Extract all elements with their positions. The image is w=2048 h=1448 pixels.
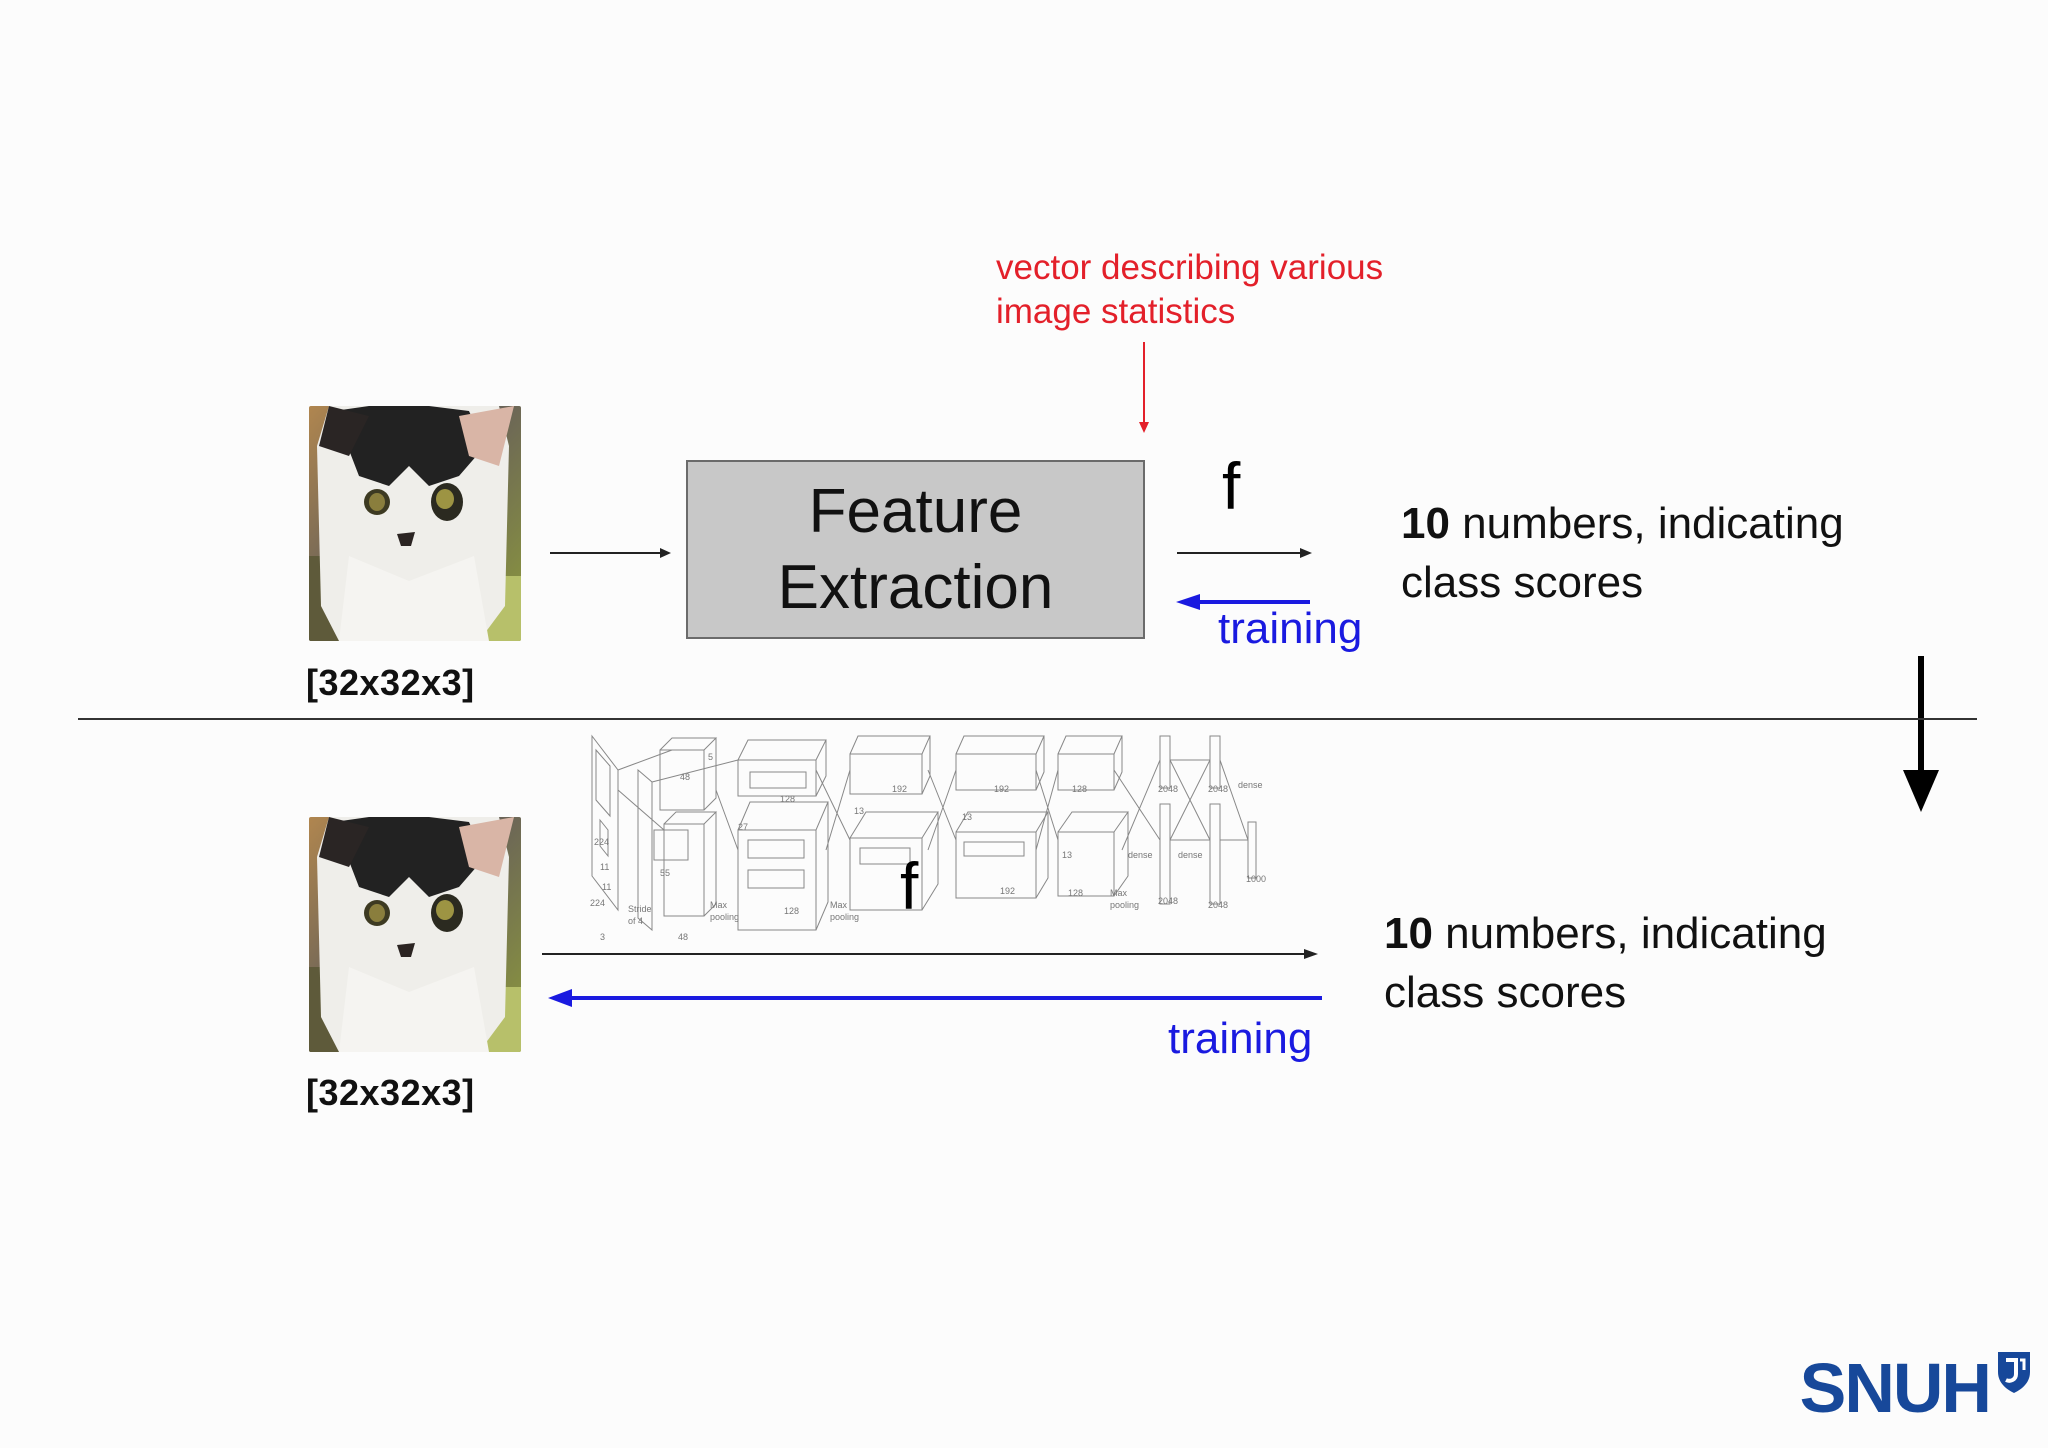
net-label-11a: 11 (600, 862, 609, 872)
output-description-top: 10 numbers, indicating class scores (1401, 494, 1844, 612)
output-description-bottom: 10 numbers, indicating class scores (1384, 904, 1827, 1022)
function-label-top: f (1222, 449, 1241, 523)
net-label-128d: 128 (1068, 888, 1083, 898)
net-label-2048b: 2048 (1208, 784, 1228, 794)
net-label-224b: 224 (594, 837, 609, 847)
net-label-13a: 13 (854, 806, 864, 816)
net-label-224a: 224 (590, 898, 605, 908)
net-label-13b: 13 (962, 812, 972, 822)
input-size-label-bottom: [32x32x3] (306, 1072, 475, 1113)
output-count-bottom: 10 (1384, 909, 1433, 958)
net-label-pooling-2: pooling (830, 912, 859, 922)
annotation-line-1: vector describing various (996, 248, 1384, 287)
net-label-192b: 192 (994, 784, 1009, 794)
net-label-max-1: Max (710, 900, 728, 910)
net-label-27: 27 (738, 822, 748, 832)
net-label-2048d: 2048 (1208, 900, 1228, 910)
output-count-top: 10 (1401, 499, 1450, 548)
output-line-1-bottom: 10 numbers, indicating (1384, 904, 1827, 963)
section-divider (78, 718, 1977, 720)
output-text-bottom: numbers, indicating (1432, 909, 1827, 958)
net-label-pooling-3: pooling (1110, 900, 1139, 910)
net-label-128b: 128 (784, 906, 799, 916)
logo-text: SNUH (1799, 1349, 1992, 1427)
net-label-dense-3: dense (1238, 780, 1263, 790)
net-label-2048a: 2048 (1158, 784, 1178, 794)
output-line-1-top: 10 numbers, indicating (1401, 494, 1844, 553)
net-label-pooling-1: pooling (710, 912, 739, 922)
training-label-bottom: training (1168, 1014, 1313, 1063)
net-label-55: 55 (660, 868, 670, 878)
annotation-line-2: image statistics (996, 292, 1236, 331)
net-label-128a: 128 (780, 794, 795, 804)
function-label-bottom: f (900, 849, 919, 923)
net-label-2048c: 2048 (1158, 896, 1178, 906)
feature-box-line-2: Extraction (777, 552, 1054, 622)
net-label-5: 5 (708, 752, 713, 762)
cnn-architecture-diagram: 224 224 11 11 3 Stride of 4 55 48 48 5 M… (590, 734, 1266, 942)
shield-icon (1998, 1352, 2030, 1393)
net-label-stride: Stride (628, 904, 652, 914)
input-size-label-top: [32x32x3] (306, 662, 475, 703)
net-label-128c: 128 (1072, 784, 1087, 794)
net-label-11b: 11 (602, 882, 611, 892)
net-label-13c: 13 (1062, 850, 1072, 860)
net-label-dense-2: dense (1178, 850, 1203, 860)
net-label-3: 3 (600, 932, 605, 942)
snuh-logo: SNUH (1800, 1348, 2032, 1428)
cat-image-top (309, 406, 521, 641)
net-label-192a: 192 (892, 784, 907, 794)
net-label-1000: 1000 (1246, 874, 1266, 884)
net-label-max-3: Max (1110, 888, 1128, 898)
net-label-of4: of 4 (628, 916, 643, 926)
training-label-top: training (1218, 604, 1363, 653)
annotation-text: vector describing various image statisti… (996, 246, 1383, 334)
net-label-dense-1: dense (1128, 850, 1153, 860)
output-line-2-bottom: class scores (1384, 968, 1627, 1017)
net-label-192c: 192 (1000, 886, 1015, 896)
feature-box-line-1: Feature (808, 476, 1023, 546)
net-label-48b: 48 (678, 932, 688, 942)
feature-extraction-box: Feature Extraction (686, 460, 1145, 639)
output-text-top: numbers, indicating (1449, 499, 1844, 548)
net-label-48a: 48 (680, 772, 690, 782)
cat-image-bottom (309, 817, 521, 1052)
output-line-2-top: class scores (1401, 558, 1644, 607)
net-label-max-2: Max (830, 900, 848, 910)
